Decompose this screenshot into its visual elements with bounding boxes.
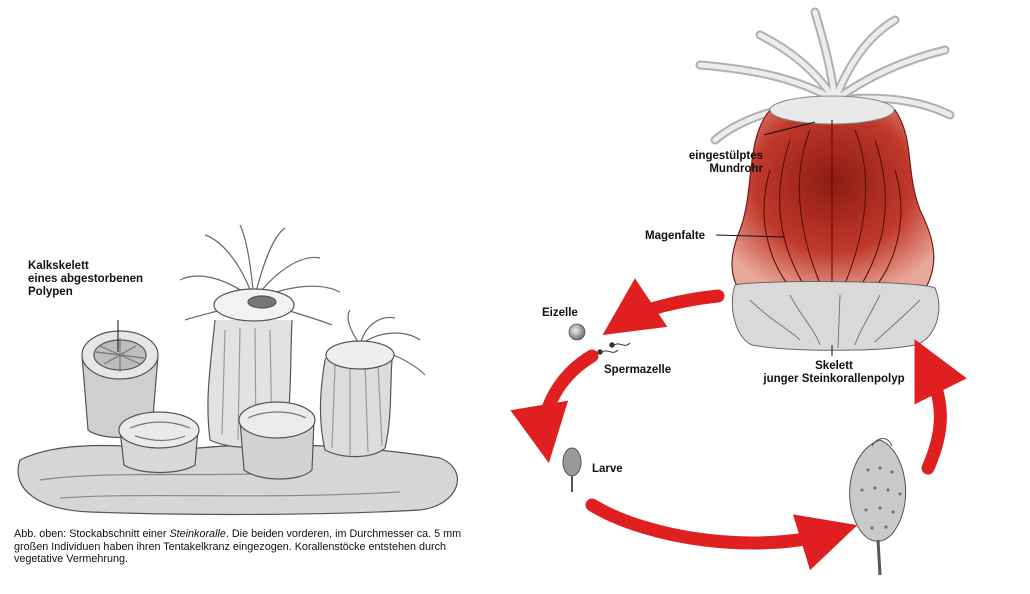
label-eizelle: Eizelle (542, 307, 578, 320)
sperm-cells (598, 343, 630, 354)
caption-text-1: Abb. oben: Stockabschnitt einer (14, 528, 169, 540)
figure-caption: Abb. oben: Stockabschnitt einer Steinkor… (14, 528, 469, 566)
young-polyp (850, 439, 906, 576)
label-skelett: Skelett junger Steinkorallenpolyp (750, 360, 918, 386)
arrow-polyp-to-egg (622, 296, 718, 322)
label-kalkskelett: Kalkskelett eines abgestorbenen Polypen (28, 260, 143, 299)
label-spermazelle: Spermazelle (604, 364, 671, 377)
label-mundrohr: eingestülptes Mundrohr (668, 150, 763, 176)
arrow-larva-to-young (592, 505, 835, 543)
label-magenfalte: Magenfalte (645, 230, 705, 243)
egg-cell (569, 324, 585, 340)
larva (563, 448, 581, 492)
caption-italic-term: Steinkoralle (169, 528, 225, 540)
arrow-egg-to-larva (544, 356, 592, 440)
arrow-young-to-polyp (925, 360, 940, 468)
polyp-cross-section (700, 12, 950, 356)
label-larve: Larve (592, 463, 623, 476)
